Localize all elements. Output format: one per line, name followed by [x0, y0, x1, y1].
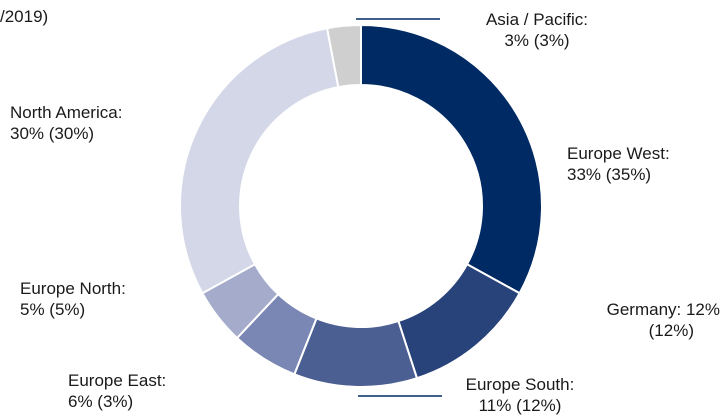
- label-europe-south: Europe South: 11% (12%): [430, 374, 610, 416]
- label-north-america: North America: 30% (30%): [10, 102, 122, 144]
- slice-north-america: [179, 27, 340, 295]
- label-europe-west-value: 33% (35%): [567, 165, 652, 184]
- header-fragment: /2019): [0, 7, 49, 26]
- label-europe-east-value: 6% (3%): [68, 392, 134, 411]
- label-north-america-value: 30% (30%): [10, 124, 95, 143]
- label-asia-pacific-value: 3% (3%): [504, 31, 570, 50]
- label-germany-value: (12%): [648, 321, 694, 340]
- slice-asia-pacific: [325, 23, 362, 89]
- label-asia-pacific-name: Asia / Pacific:: [485, 10, 589, 29]
- slice-europe-west: [360, 23, 543, 295]
- label-asia-pacific: Asia / Pacific: 3% (3%): [462, 9, 612, 51]
- label-europe-east-name: Europe East:: [68, 371, 167, 390]
- label-europe-north-value: 5% (5%): [20, 300, 86, 319]
- label-germany: Germany: 12% (12%): [540, 299, 720, 341]
- label-europe-south-name: Europe South:: [465, 375, 575, 394]
- label-north-america-name: North America:: [10, 103, 123, 122]
- label-europe-north-name: Europe North:: [20, 279, 126, 298]
- label-europe-south-value: 11% (12%): [478, 396, 562, 415]
- label-germany-name: Germany: 12%: [606, 300, 720, 319]
- label-europe-east: Europe East: 6% (3%): [68, 370, 166, 412]
- label-europe-west-name: Europe West:: [567, 144, 670, 163]
- label-europe-north: Europe North: 5% (5%): [20, 278, 126, 320]
- label-europe-west: Europe West: 33% (35%): [567, 143, 670, 185]
- donut-slices: [179, 23, 543, 388]
